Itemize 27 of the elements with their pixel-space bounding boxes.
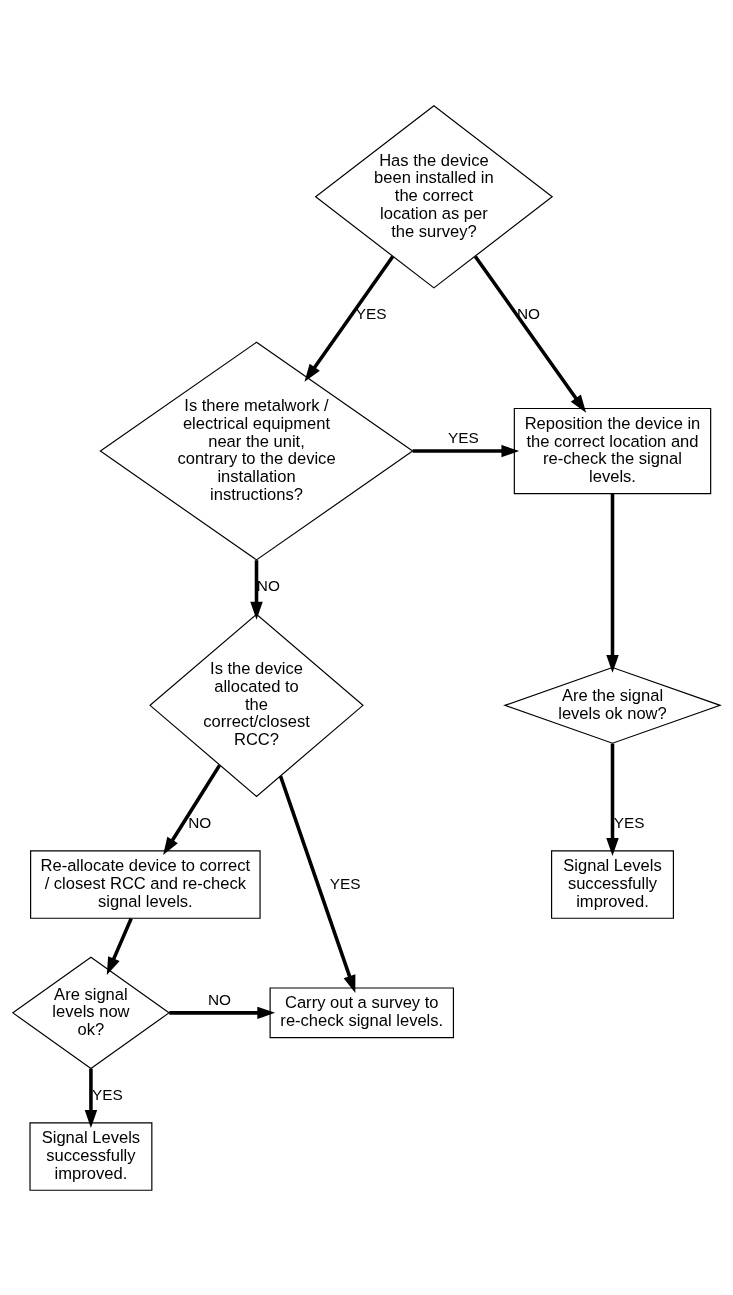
arrow xyxy=(84,1068,98,1128)
node-diamond: Has the device been installed in the correct location as per the survey? xyxy=(314,104,554,289)
edge-label: NO xyxy=(256,576,280,594)
arrow xyxy=(606,493,619,673)
node-box: Signal Levels successfully improved. xyxy=(29,1121,153,1191)
node-diamond: Are the signal levels ok now? xyxy=(503,666,722,744)
node-box: Re-allocate device to correct / closest RCC and re-check signal levels. xyxy=(30,849,261,919)
node-box: Reposition the device in the correct location and re-check the signal levels. xyxy=(513,407,712,494)
edge-label: NO xyxy=(188,813,212,831)
arrow xyxy=(106,917,133,975)
node-box: Signal Levels successfully improved. xyxy=(551,849,674,919)
arrow xyxy=(163,763,221,855)
edge-label: YES xyxy=(329,874,361,892)
arrow xyxy=(250,559,263,620)
node-diamond: Is the device allocated to the correct/closest RCC? xyxy=(149,613,364,797)
arrow xyxy=(169,1006,276,1019)
arrow xyxy=(606,743,619,856)
edge-label: NO xyxy=(208,990,232,1008)
edge-label: YES xyxy=(448,428,479,446)
arrow xyxy=(412,444,520,457)
arrow xyxy=(473,254,587,413)
node-diamond: Is there metalwork / electrical equipment near the unit, contrary to the device installation instructions? xyxy=(99,341,414,561)
edge-label: YES xyxy=(355,304,387,322)
arrow xyxy=(278,775,356,993)
arrow xyxy=(304,254,395,382)
edge-label: YES xyxy=(613,813,645,831)
node-box: Carry out a survey to re-check signal levels. xyxy=(269,986,454,1038)
